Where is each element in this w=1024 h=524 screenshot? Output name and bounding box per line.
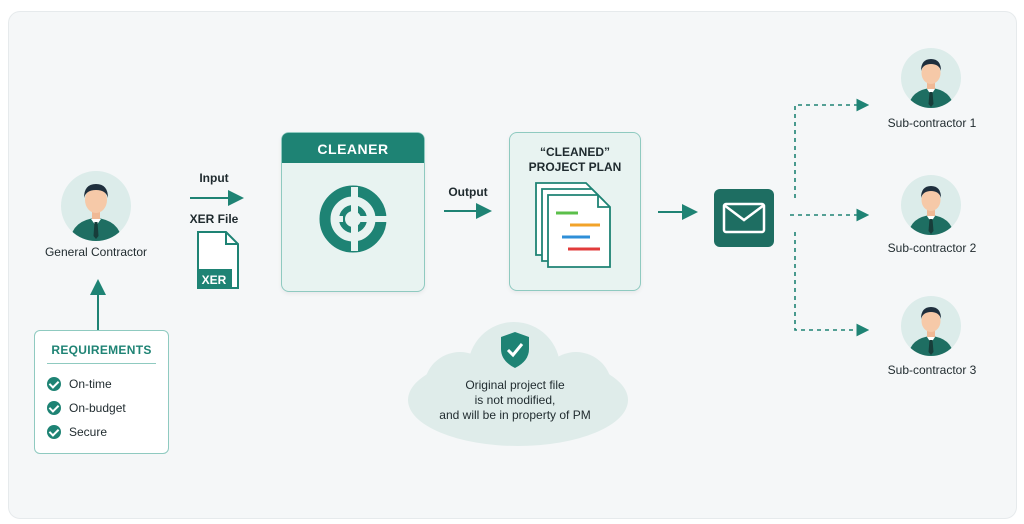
check-icon [47, 401, 61, 415]
check-icon [47, 377, 61, 391]
xer-badge: XER [201, 273, 227, 287]
cloud-note-line3: and will be in property of PM [439, 408, 591, 422]
cloud-note-line1: Original project file [465, 378, 565, 392]
shield-check-icon [501, 332, 529, 368]
sub-contractor-1-label: Sub-contractor 1 [887, 116, 977, 130]
email-icon [714, 189, 774, 247]
sub-contractor-3-avatar-icon [901, 296, 961, 356]
requirement-item: On-budget [47, 401, 126, 415]
sub-contractor-3-label: Sub-contractor 3 [887, 363, 977, 377]
cloud-shape [408, 322, 628, 446]
requirement-item: On-time [47, 377, 112, 391]
check-icon [47, 425, 61, 439]
requirement-item: Secure [47, 425, 107, 439]
general-contractor-avatar-icon [61, 171, 131, 241]
requirements-title: REQUIREMENTS [51, 343, 152, 357]
cleaner-title: CLEANER [282, 133, 424, 163]
cleaner-logo-icon [319, 185, 388, 253]
input-label: Input [199, 171, 229, 185]
documents-stack-icon [535, 182, 611, 268]
cleaner-card: CLEANER [281, 132, 425, 292]
requirements-divider [47, 363, 156, 364]
sub-contractor-1-avatar-icon [901, 48, 961, 108]
distribution-lines [790, 98, 870, 337]
cleaned-plan-title-line1: “CLEANED” [539, 145, 610, 159]
cleaned-plan-card: “CLEANED” PROJECT PLAN [509, 132, 641, 291]
cloud-note-line2: is not modified, [474, 393, 556, 407]
requirement-label: Secure [69, 425, 108, 439]
xer-file-label: XER File [189, 212, 239, 226]
requirement-label: On-time [69, 377, 112, 391]
requirement-label: On-budget [69, 401, 126, 415]
cleaned-plan-title-line2: PROJECT PLAN [528, 160, 622, 174]
general-contractor-label: General Contractor [44, 245, 148, 259]
sub-contractor-2-avatar-icon [901, 175, 961, 235]
sub-contractor-2-label: Sub-contractor 2 [887, 241, 977, 255]
output-label: Output [448, 185, 488, 199]
xer-file-icon [197, 231, 239, 289]
requirements-box: REQUIREMENTS On-time On-budget Secure [34, 330, 169, 454]
